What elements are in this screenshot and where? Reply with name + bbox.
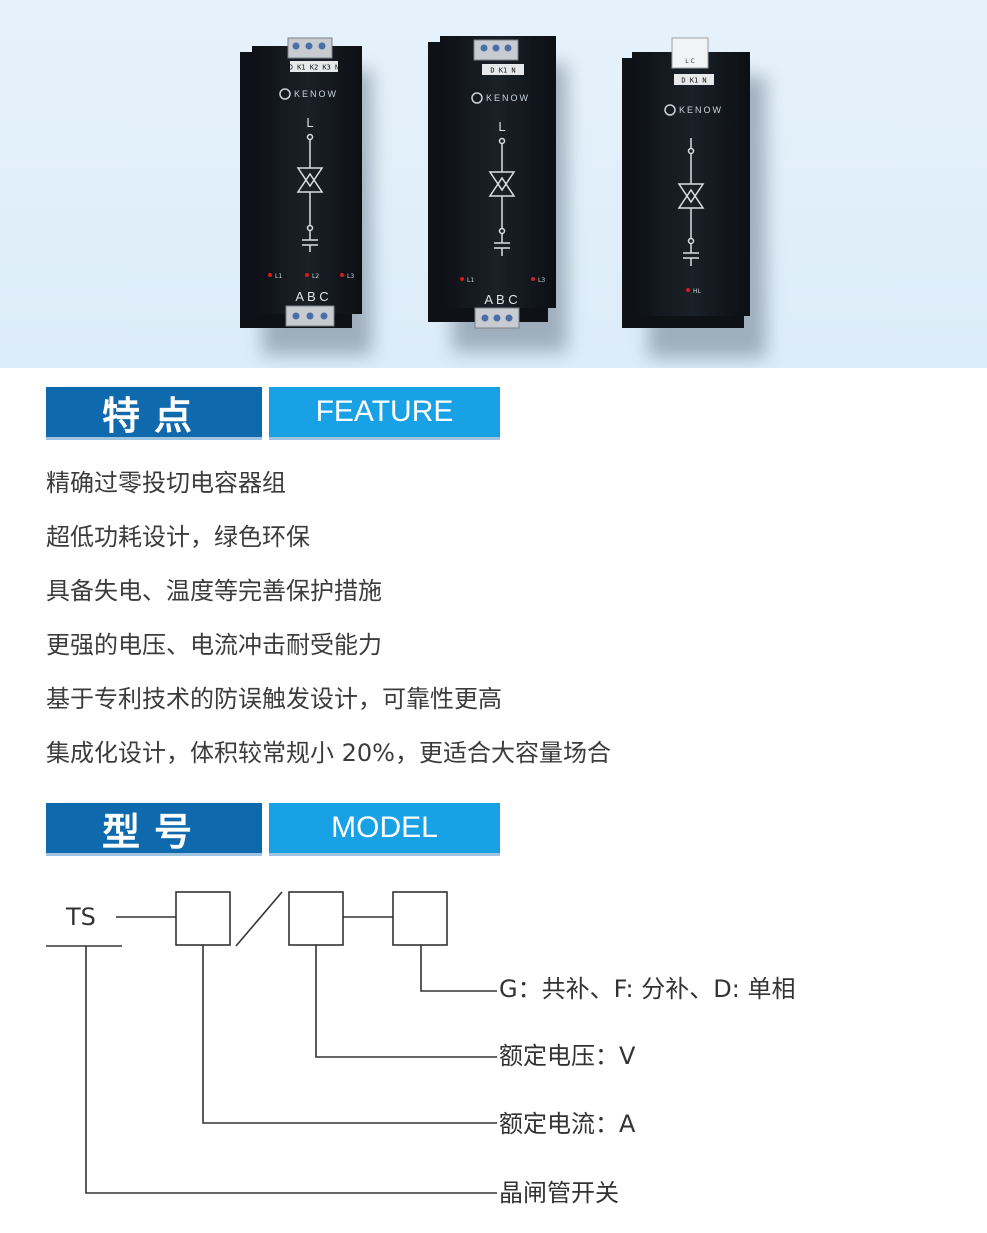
device-3-brand: KENOW (679, 105, 723, 115)
feature-item: 超低功耗设计，绿色环保 (46, 523, 310, 551)
device-1-terminal-label: D K1 K2 K3 N (289, 64, 340, 72)
type-label: G：共补、F: 分补、D: 单相 (499, 975, 796, 1003)
model-title-cn: 型号 (46, 803, 262, 856)
device-2-phase-label: A B C (484, 292, 517, 307)
device-1-brand: KENOW (294, 89, 338, 99)
svg-text:L3: L3 (538, 277, 545, 284)
svg-text:L1: L1 (467, 277, 474, 284)
svg-text:HL: HL (693, 288, 702, 295)
device-2-terminal-label: D K1 N (490, 67, 515, 75)
device-3-terminal-label: D K1 N (681, 77, 706, 85)
feature-item: 基于专利技术的防误触发设计，可靠性更高 (46, 685, 502, 713)
feature-title-cn: 特点 (46, 387, 262, 440)
svg-text:L2: L2 (312, 273, 319, 280)
svg-text:L3: L3 (347, 273, 354, 280)
feature-item: 集成化设计，体积较常规小 20%，更适合大容量场合 (46, 739, 611, 767)
feature-item: 精确过零投切电容器组 (46, 469, 286, 497)
feature-item: 具备失电、温度等完善保护措施 (46, 577, 382, 605)
model-code-diagram: TS G：共补、F: 分补、D: 单相 额定电压：V 额定电流：A 晶闸管开关 (0, 880, 987, 1220)
device-3: L C D K1 N KENOW HL (622, 37, 766, 358)
svg-text:L: L (306, 115, 313, 130)
svg-text:L C: L C (685, 58, 694, 65)
svg-text:L1: L1 (275, 273, 282, 280)
model-code-lines (46, 891, 497, 1194)
product-photo: D K1 K2 K3 N KENOW L L1 L2 L3 A B C (0, 0, 987, 368)
feature-title-en: FEATURE (269, 387, 500, 440)
feature-list: 精确过零投切电容器组 超低功耗设计，绿色环保 具备失电、温度等完善保护措施 更强… (46, 456, 611, 780)
model-prefix: TS (66, 903, 96, 931)
device-2: D K1 N KENOW L L1 L3 A B C (428, 36, 567, 352)
svg-text:L: L (498, 119, 505, 134)
device-1: D K1 K2 K3 N KENOW L L1 L2 L3 A B C (240, 37, 372, 355)
current-label: 额定电流：A (499, 1110, 636, 1138)
voltage-label: 额定电压：V (499, 1042, 636, 1070)
product-illustration: D K1 K2 K3 N KENOW L L1 L2 L3 A B C (240, 36, 766, 358)
device-2-brand: KENOW (486, 93, 530, 103)
device-1-phase-label: A B C (295, 289, 328, 304)
feature-item: 更强的电压、电流冲击耐受能力 (46, 631, 382, 659)
model-title-en: MODEL (269, 803, 500, 856)
switch-label: 晶闸管开关 (499, 1179, 619, 1207)
